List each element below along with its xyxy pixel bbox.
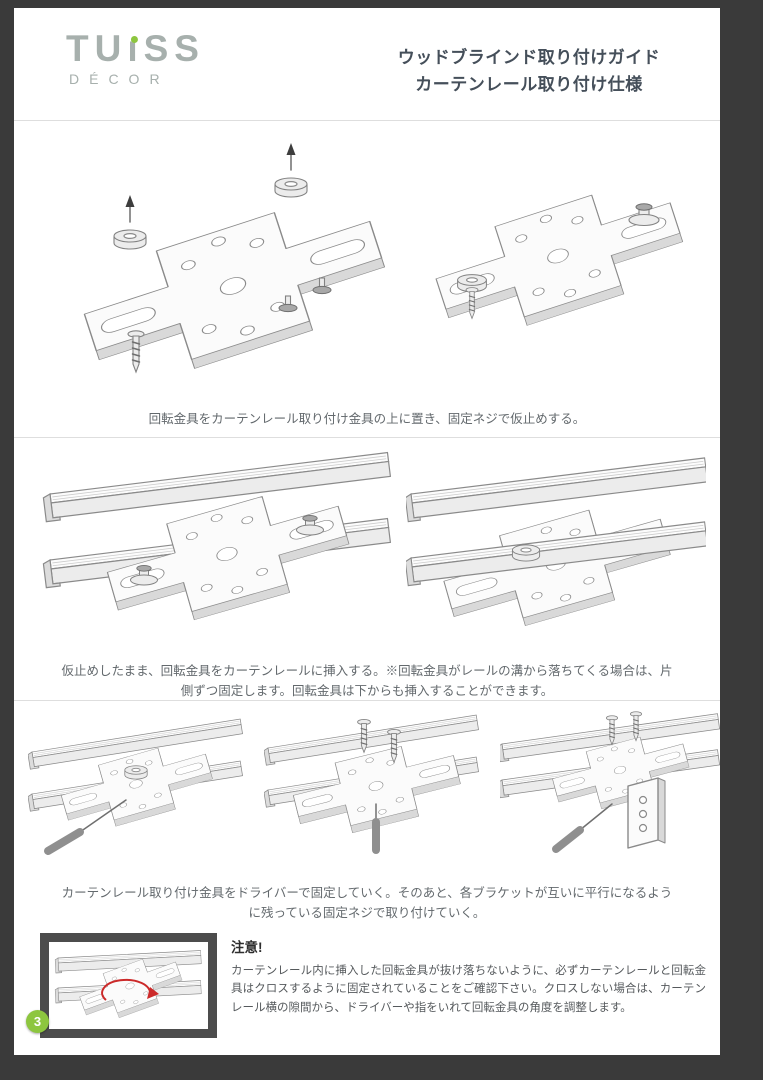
rails-with-bracket-front-illustration (42, 451, 392, 640)
step3-illustration-right (500, 708, 720, 858)
inserting-screws-illustration (264, 714, 480, 854)
warning-illustration-frame (40, 933, 217, 1038)
page-number-badge: 3 (26, 1010, 49, 1033)
step2-caption: 仮止めしたまま、回転金具をカーテンレールに挿入する。※回転金具がレールの溝から落… (61, 663, 673, 698)
warning-text-column: 注意! カーテンレール内に挿入した回転金具が抜け落ちないように、必ずカーテンレー… (231, 933, 706, 1017)
step1-caption: 回転金具をカーテンレール取り付け金具の上に置き、固定ネジで仮止めする。 (148, 411, 586, 426)
rails-with-bracket-rear-illustration (406, 457, 706, 645)
screwdriver-tightening-illustration (28, 718, 244, 855)
step3-caption: カーテンレール取り付け金具をドライバーで固定していく。そのあと、各ブラケットが互… (61, 885, 673, 920)
curtain-rail (406, 457, 706, 523)
logo-letter-i: ı (127, 30, 143, 67)
logo-text-ss: SS (143, 28, 205, 69)
washer-icon (511, 544, 541, 562)
logo-green-dot-icon (131, 36, 139, 43)
header-divider (14, 120, 720, 121)
step3-illustration-left (28, 708, 253, 858)
warning-title: 注意! (231, 940, 263, 955)
washer-icon (274, 142, 308, 198)
logo-text-tu: TU (66, 28, 128, 69)
step3-illustration-middle (264, 708, 489, 858)
page-title: ウッドブラインド取り付けガイド カーテンレール取り付け仕様 (346, 44, 712, 98)
step2-illustration-right (406, 446, 706, 646)
step1-illustration-right (406, 158, 706, 343)
bracket-plate-exploded-illustration (72, 142, 396, 391)
hanging-bracket-illustration (500, 711, 720, 853)
screwdriver-icon (44, 799, 127, 855)
screwdriver-icon (552, 803, 613, 853)
rotate-direction-arrow-icon (100, 978, 159, 1001)
page-title-line1: ウッドブラインド取り付けガイド (397, 48, 661, 67)
step2-illustration-left (42, 446, 397, 646)
rotation-bracket-plate (72, 184, 394, 388)
warning-box: 注意! カーテンレール内に挿入した回転金具が抜け落ちないように、必ずカーテンレー… (40, 933, 706, 1038)
logo-dotless-i: ı (127, 28, 144, 69)
bracket-plate-assembled-illustration (425, 172, 693, 343)
section-divider (14, 700, 720, 701)
logo-subtext: DÉCOR (69, 71, 170, 87)
step1-illustration-left (66, 136, 396, 391)
section-divider (14, 437, 720, 438)
page-title-line2: カーテンレール取り付け仕様 (415, 75, 643, 95)
washer-icon (113, 194, 147, 250)
wall-bracket (627, 777, 666, 849)
cross-orientation-check-illustration (54, 948, 202, 1026)
washer-icon (124, 765, 148, 780)
warning-text: カーテンレール内に挿入した回転金具が抜け落ちないように、必ずカーテンレールと回転… (231, 965, 706, 1014)
